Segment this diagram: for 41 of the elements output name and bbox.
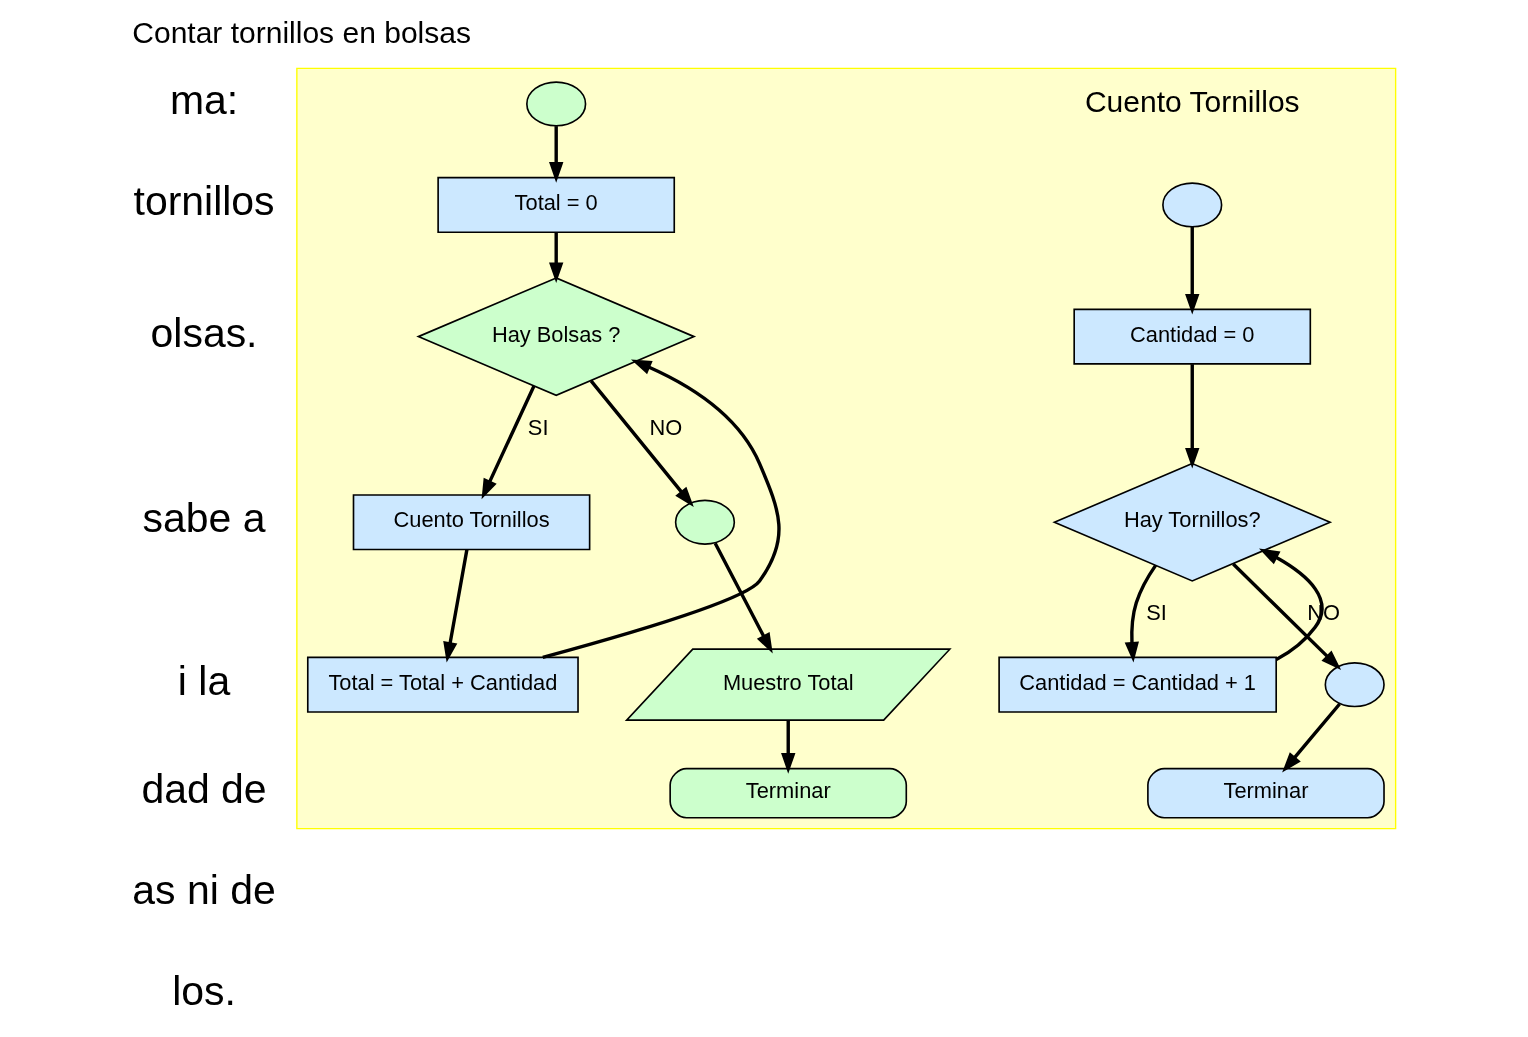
arrow (713, 542, 773, 654)
label: ma: (169, 77, 239, 124)
node-circle (526, 81, 587, 127)
cluster (296, 67, 1397, 830)
node-box: Cantidad = Cantidad + 1 (998, 656, 1277, 713)
node-diamond: Hay Bolsas ? (416, 277, 697, 397)
label: i la (177, 657, 231, 704)
label: sabe a (142, 495, 266, 542)
label: Cuento Tornillos (1084, 84, 1300, 118)
label: as ni de (132, 867, 276, 914)
arrow (1232, 562, 1342, 670)
arrow (589, 379, 694, 508)
arrow (781, 720, 796, 774)
label: los. (172, 968, 236, 1015)
node-box: Total = Total + Cantidad (306, 656, 579, 713)
arrow (1124, 564, 1158, 663)
node-box: Terminar (669, 767, 908, 819)
node-box: Terminar (1147, 767, 1385, 819)
label: tornillos (133, 178, 275, 225)
node-box: Total = 0 (437, 176, 676, 234)
arrow (1259, 548, 1324, 662)
arrow (1185, 227, 1200, 315)
edge-label: NO (649, 414, 683, 440)
arrow (1282, 702, 1341, 773)
arrow (481, 385, 536, 500)
arrow (549, 126, 564, 183)
node-diamond: Hay Tornillos? (1052, 462, 1333, 582)
arrow (542, 359, 781, 659)
node-circle (674, 499, 736, 545)
arrow (549, 232, 564, 283)
diagram-title: Contar tornillos en bolsas (132, 16, 471, 50)
node-box: Cantidad = 0 (1073, 308, 1312, 365)
label: dad de (141, 766, 267, 813)
label: olsas. (150, 309, 258, 356)
node-circle (1324, 662, 1385, 708)
arrow (1185, 364, 1200, 469)
edge-label: SI (1146, 600, 1167, 626)
node-circle (1162, 182, 1223, 228)
edge-label: SI (527, 414, 549, 440)
node-box: Cuento Tornillos (352, 494, 591, 551)
arrow (443, 549, 469, 663)
